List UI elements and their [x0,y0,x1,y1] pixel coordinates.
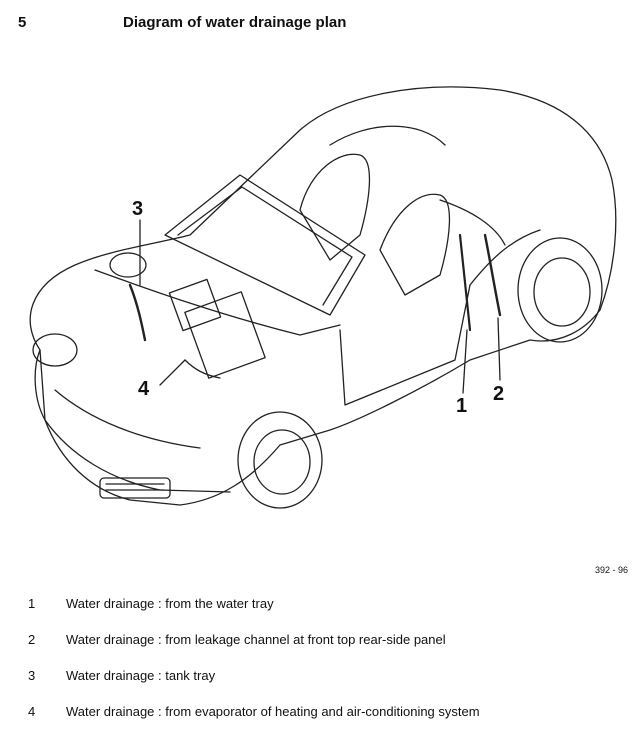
front-nose [34,349,231,493]
water-tray-hose [458,233,472,332]
legend-text: Water drainage : from evaporator of heat… [66,704,480,719]
rear-wheel [517,237,603,343]
passenger-seat [379,193,451,296]
windscreen-frame [164,174,366,316]
callout-4: 4 [138,378,150,400]
legend-number: 4 [28,704,36,719]
legend-text: Water drainage : tank tray [66,668,216,683]
legend-number: 1 [28,596,36,611]
legend-text: Water drainage : from the water tray [66,596,274,611]
car-illustration: 3 4 1 2 [29,86,617,509]
hvac-unit [184,291,266,379]
body-outline [29,86,617,506]
section-number: 5 [18,14,27,31]
legend-number: 3 [28,668,36,683]
tank-tray-hose [128,283,147,342]
legend-number: 2 [28,632,36,647]
driver-seat [299,153,371,261]
callout-2: 2 [493,383,504,405]
leakage-channel-hose [483,233,502,317]
legend-text: Water drainage : from leakage channel at… [66,632,446,647]
car-drainage-diagram: 3 4 1 2 [0,60,642,560]
figure-reference: 392 - 96 [594,565,628,575]
door-line [339,284,471,406]
page-title: Diagram of water drainage plan [123,14,347,31]
right-headlight [109,252,147,278]
callout-3: 3 [132,198,143,220]
callout-1: 1 [456,395,467,417]
front-wheel [237,411,323,509]
left-headlight [32,333,78,367]
front-grille [99,477,171,499]
